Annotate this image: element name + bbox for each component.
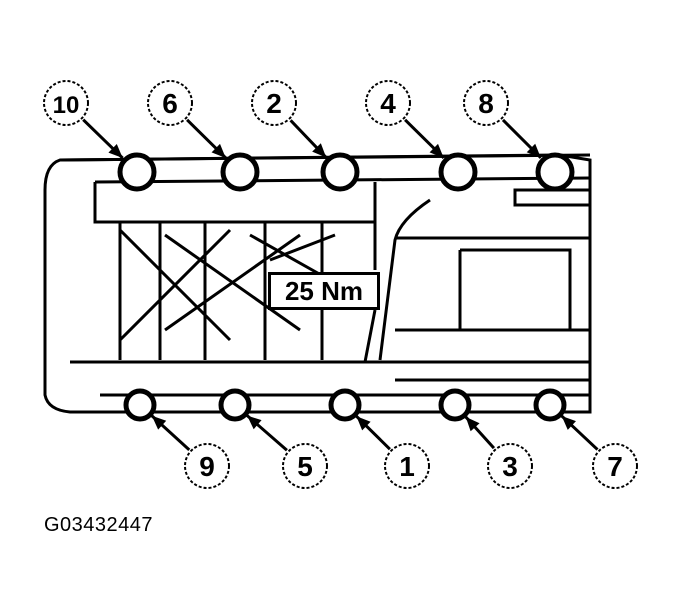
bolt-sequence-number: 10 <box>53 92 80 119</box>
arrowhead-icon <box>561 415 576 430</box>
bolt <box>328 388 362 422</box>
bolt <box>438 388 472 422</box>
arrowhead-icon <box>247 415 262 430</box>
bolt-sequence-number: 4 <box>380 88 396 119</box>
callout-circle <box>251 80 297 126</box>
bolt <box>438 152 478 192</box>
arrowhead-icon <box>429 143 444 158</box>
bolt-sequence-number: 6 <box>162 88 178 119</box>
callout-circle <box>384 443 430 489</box>
arrowhead-icon <box>211 143 226 158</box>
bolt <box>535 152 575 192</box>
bolt <box>117 152 157 192</box>
callout-circle <box>463 80 509 126</box>
callout-circle <box>43 80 89 126</box>
arrowhead-icon <box>526 143 541 158</box>
bolt-sequence-number: 3 <box>502 451 518 482</box>
callout-circle <box>184 443 230 489</box>
arrowhead-icon <box>151 415 167 430</box>
arrowhead-icon <box>356 416 371 431</box>
bolt-sequence-number: 1 <box>399 451 415 482</box>
bolt-sequence-number: 8 <box>478 88 494 119</box>
callout-circle <box>147 80 193 126</box>
callout-circle <box>592 443 638 489</box>
torque-label: 25 Nm <box>268 272 380 310</box>
bolt <box>218 388 252 422</box>
arrowhead-icon <box>108 144 123 159</box>
callout-circle <box>365 80 411 126</box>
bolt-group <box>117 152 575 422</box>
figure-id: G03432447 <box>44 514 154 536</box>
bolt <box>533 388 567 422</box>
bolt <box>220 152 260 192</box>
bolt-sequence-number: 7 <box>607 451 623 482</box>
bolt-sequence-number: 5 <box>297 451 313 482</box>
bolt-sequence-number: 9 <box>199 451 215 482</box>
callout-circle <box>487 443 533 489</box>
callout-group: 10 6 2 4 8 9 5 1 3 7 <box>43 80 638 489</box>
bolt <box>123 388 157 422</box>
arrowhead-icon <box>312 143 327 158</box>
callout-circle <box>282 443 328 489</box>
bolt-sequence-number: 2 <box>266 88 282 119</box>
arrowhead-icon <box>465 416 480 432</box>
bolt <box>320 152 360 192</box>
